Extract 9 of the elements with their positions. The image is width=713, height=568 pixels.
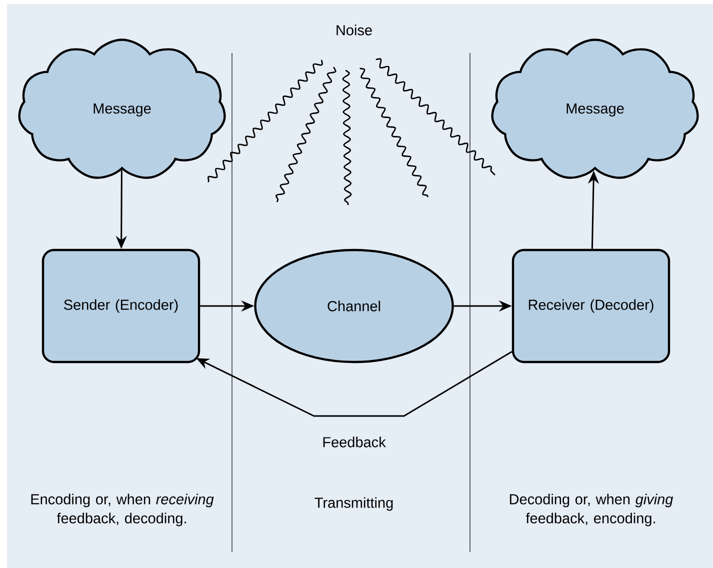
text-label: Encoding or, when receiving feedback, decoding. xyxy=(31,494,214,526)
edge-label: Feedback xyxy=(323,436,386,448)
process-box: Receiver (Decoder) xyxy=(512,248,670,364)
text-label: Transmitting xyxy=(314,497,393,511)
process-box: Sender (Encoder) xyxy=(42,248,200,364)
text-label: Decoding or, when giving feedback, encoding. xyxy=(510,494,674,526)
message-cloud: Message xyxy=(18,38,226,179)
text-label: Noise xyxy=(336,24,372,36)
message-cloud: Message xyxy=(491,38,699,179)
